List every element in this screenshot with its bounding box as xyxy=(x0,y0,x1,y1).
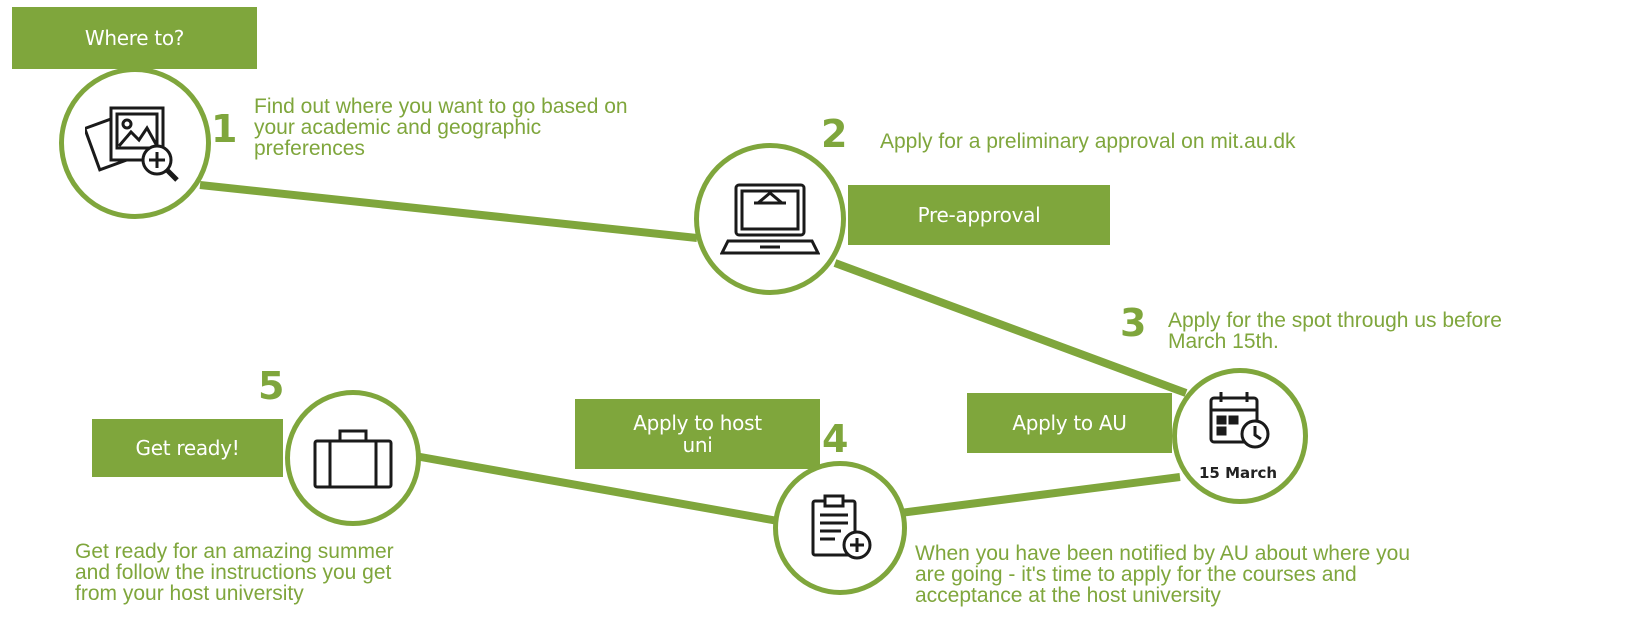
banner-get-ready: Get ready! xyxy=(92,419,283,477)
suitcase-icon xyxy=(313,429,393,489)
step-4-circle xyxy=(773,461,907,595)
step-3-number: 3 xyxy=(1120,301,1147,345)
banner-label: Apply to host uni xyxy=(633,411,762,457)
banner-label: Pre-approval xyxy=(917,203,1041,227)
banner-pre-approval: Pre-approval xyxy=(848,185,1110,245)
step-5-circle xyxy=(285,390,421,526)
connector-2-3 xyxy=(833,259,1188,397)
banner-label: Get ready! xyxy=(135,436,240,460)
laptop-icon xyxy=(720,183,820,255)
banner-apply-to-au: Apply to AU xyxy=(967,393,1172,453)
step-2-circle xyxy=(694,143,846,295)
step-5-description: Get ready for an amazing summer and foll… xyxy=(75,540,394,605)
step-4-number: 4 xyxy=(822,417,849,461)
banner-label: Apply to AU xyxy=(1012,411,1127,435)
connector-3-4 xyxy=(899,473,1181,517)
banner-apply-to-host-uni: Apply to host uni xyxy=(575,399,820,469)
photo-search-icon xyxy=(85,106,179,182)
step-2-description: Apply for a preliminary approval on mit.… xyxy=(880,130,1296,153)
banner-label: Where to? xyxy=(84,26,185,50)
step-1-circle xyxy=(59,67,211,219)
step-5-number: 5 xyxy=(258,364,285,408)
clipboard-add-icon xyxy=(811,494,872,560)
connector-4-5 xyxy=(414,452,779,525)
step-1-number: 1 xyxy=(211,107,238,151)
calendar-clock-icon xyxy=(1209,392,1270,449)
step-1-description: Find out where you want to go based on y… xyxy=(254,95,628,160)
step-4-description: When you have been notified by AU about … xyxy=(915,542,1410,607)
banner-where-to: Where to? xyxy=(12,7,257,69)
step-3-date: 15 March xyxy=(1199,464,1278,482)
step-3-description: Apply for the spot through us before Mar… xyxy=(1168,309,1502,353)
step-3-circle xyxy=(1172,368,1308,504)
connector-1-2 xyxy=(199,181,698,242)
step-2-number: 2 xyxy=(821,112,848,156)
